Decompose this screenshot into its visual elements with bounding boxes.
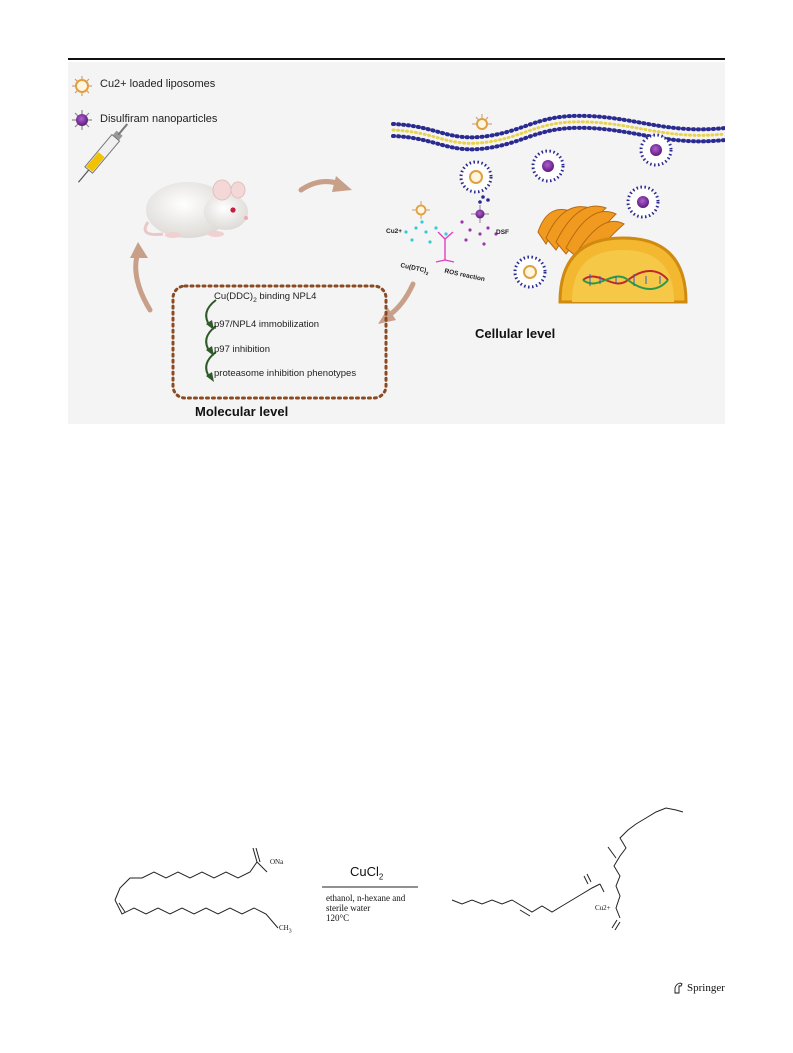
- dsf-molecules: [460, 220, 498, 246]
- cellular-level-title: Cellular level: [475, 326, 556, 341]
- reagent: CuCl2: [350, 864, 384, 882]
- cu-label: Cu2+: [386, 228, 403, 235]
- dsf-label: DSF: [496, 229, 509, 236]
- legend-liposomes-label: Cu2+ loaded liposomes: [100, 78, 216, 90]
- nanoparticle-legend-icon: [72, 110, 92, 130]
- syringe-icon: [77, 123, 129, 183]
- product-cu: Cu2+: [595, 904, 611, 912]
- membrane-liposome: [472, 114, 492, 130]
- scheme-structures: [114, 807, 684, 931]
- reactant-ona: ONa: [270, 858, 284, 866]
- publisher-name: Springer: [687, 982, 725, 994]
- reactant-ch3: CH3: [279, 924, 292, 935]
- liposome-legend-icon: [72, 76, 92, 96]
- publisher-footer: Springer: [673, 982, 725, 994]
- mechanism-artwork: [72, 76, 725, 400]
- mouse-icon: [143, 179, 248, 238]
- cudtc-complex: [435, 231, 455, 263]
- step-arrows: [205, 299, 217, 379]
- springer-horse-icon: [674, 982, 683, 994]
- reaction-conditions: ethanol, n-hexane and sterile water 120°…: [326, 893, 406, 923]
- nucleus: [558, 236, 688, 304]
- reaction-scheme: ONa CH3 CuCl2 ethanol, n-hexane and ster…: [100, 800, 720, 950]
- mechanism-figure: Cu2+ loaded liposomes Disulfiram nanopar…: [68, 62, 725, 424]
- step-4: proteasome inhibition phenotypes: [214, 368, 357, 379]
- reactant-chain: [114, 861, 258, 901]
- step-2: p97/NPL4 immobilization: [214, 319, 320, 330]
- molecular-box: [171, 284, 388, 400]
- molecular-level-title: Molecular level: [195, 404, 289, 419]
- step-1: Cu(DDC)2 binding NPL4: [214, 291, 317, 304]
- legend-nanoparticles-label: Disulfiram nanoparticles: [100, 113, 218, 125]
- endosomes: [459, 133, 673, 289]
- released-nanoparticle: [471, 205, 489, 223]
- cell-membrane: [391, 113, 725, 152]
- step-3: p97 inhibition: [214, 344, 270, 355]
- cu-ions: [404, 220, 448, 244]
- released-liposome: [412, 201, 430, 219]
- header-rule: [68, 58, 725, 60]
